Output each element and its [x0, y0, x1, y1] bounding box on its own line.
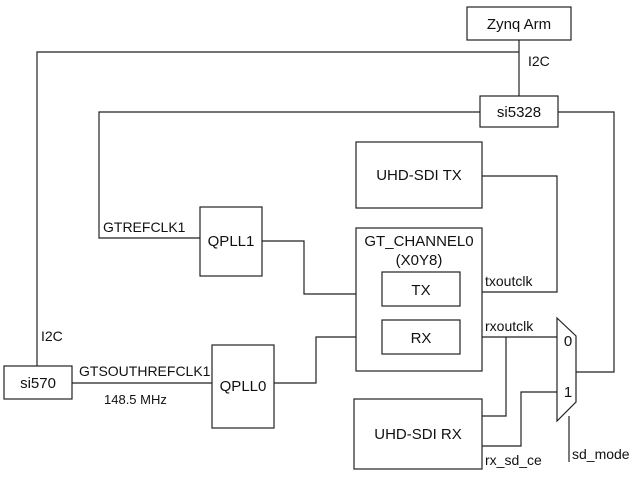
si5328-label: si5328	[497, 104, 541, 121]
frequency-label: 148.5 MHz	[104, 392, 167, 407]
gtsouthrefclk1-label: GTSOUTHREFCLK1	[79, 363, 211, 379]
gt-channel-location-label: (X0Y8)	[396, 252, 443, 269]
gt-channel-name-label: GT_CHANNEL0	[364, 233, 473, 250]
i2c-left-label: I2C	[41, 328, 63, 344]
qpll1-block: QPLL1	[199, 206, 263, 277]
tx-label: TX	[411, 282, 430, 299]
uhd-sdi-tx-block: UHD-SDI TX	[355, 141, 483, 209]
uhd-sdi-tx-label: UHD-SDI TX	[376, 167, 462, 184]
si5328-block: si5328	[479, 95, 559, 128]
qpll0-block: QPLL0	[211, 344, 275, 429]
rx-label: RX	[411, 330, 432, 347]
wire-rx-sd-ce	[482, 391, 557, 447]
sd-mode-label: sd_mode	[572, 446, 630, 462]
i2c-top-label: I2C	[528, 53, 550, 69]
si570-block: si570	[3, 365, 73, 400]
si570-label: si570	[20, 375, 56, 392]
uhd-sdi-rx-label: UHD-SDI RX	[374, 426, 462, 443]
wire-si5328-to-mux	[558, 111, 615, 373]
mux-input-1-label: 1	[564, 384, 572, 401]
qpll0-label: QPLL0	[220, 378, 267, 395]
txoutclk-label: txoutclk	[485, 273, 533, 289]
clock-mux: 0 1	[556, 316, 577, 423]
qpll1-label: QPLL1	[208, 233, 255, 250]
uhd-sdi-rx-block: UHD-SDI RX	[353, 398, 483, 470]
wire-qpll1-to-tx	[262, 240, 382, 295]
rxoutclk-label: rxoutclk	[485, 318, 534, 334]
tx-block: TX	[381, 271, 461, 307]
wire-si5328-to-qpll1	[98, 111, 480, 239]
rx-sd-ce-label: rx_sd_ce	[485, 452, 542, 468]
wire-qpll0-to-rx	[274, 336, 382, 384]
zynq-arm-block: Zynq Arm	[466, 6, 572, 41]
mux-input-0-label: 0	[564, 333, 572, 350]
wire-i2c-bus-si570	[36, 51, 519, 366]
gtrefclk1-label: GTREFCLK1	[103, 219, 186, 235]
wire-txoutclk	[480, 175, 558, 293]
zynq-arm-label: Zynq Arm	[487, 16, 551, 33]
rx-block: RX	[381, 319, 461, 355]
wire-rxoutclk-to-rx-core	[482, 337, 507, 417]
